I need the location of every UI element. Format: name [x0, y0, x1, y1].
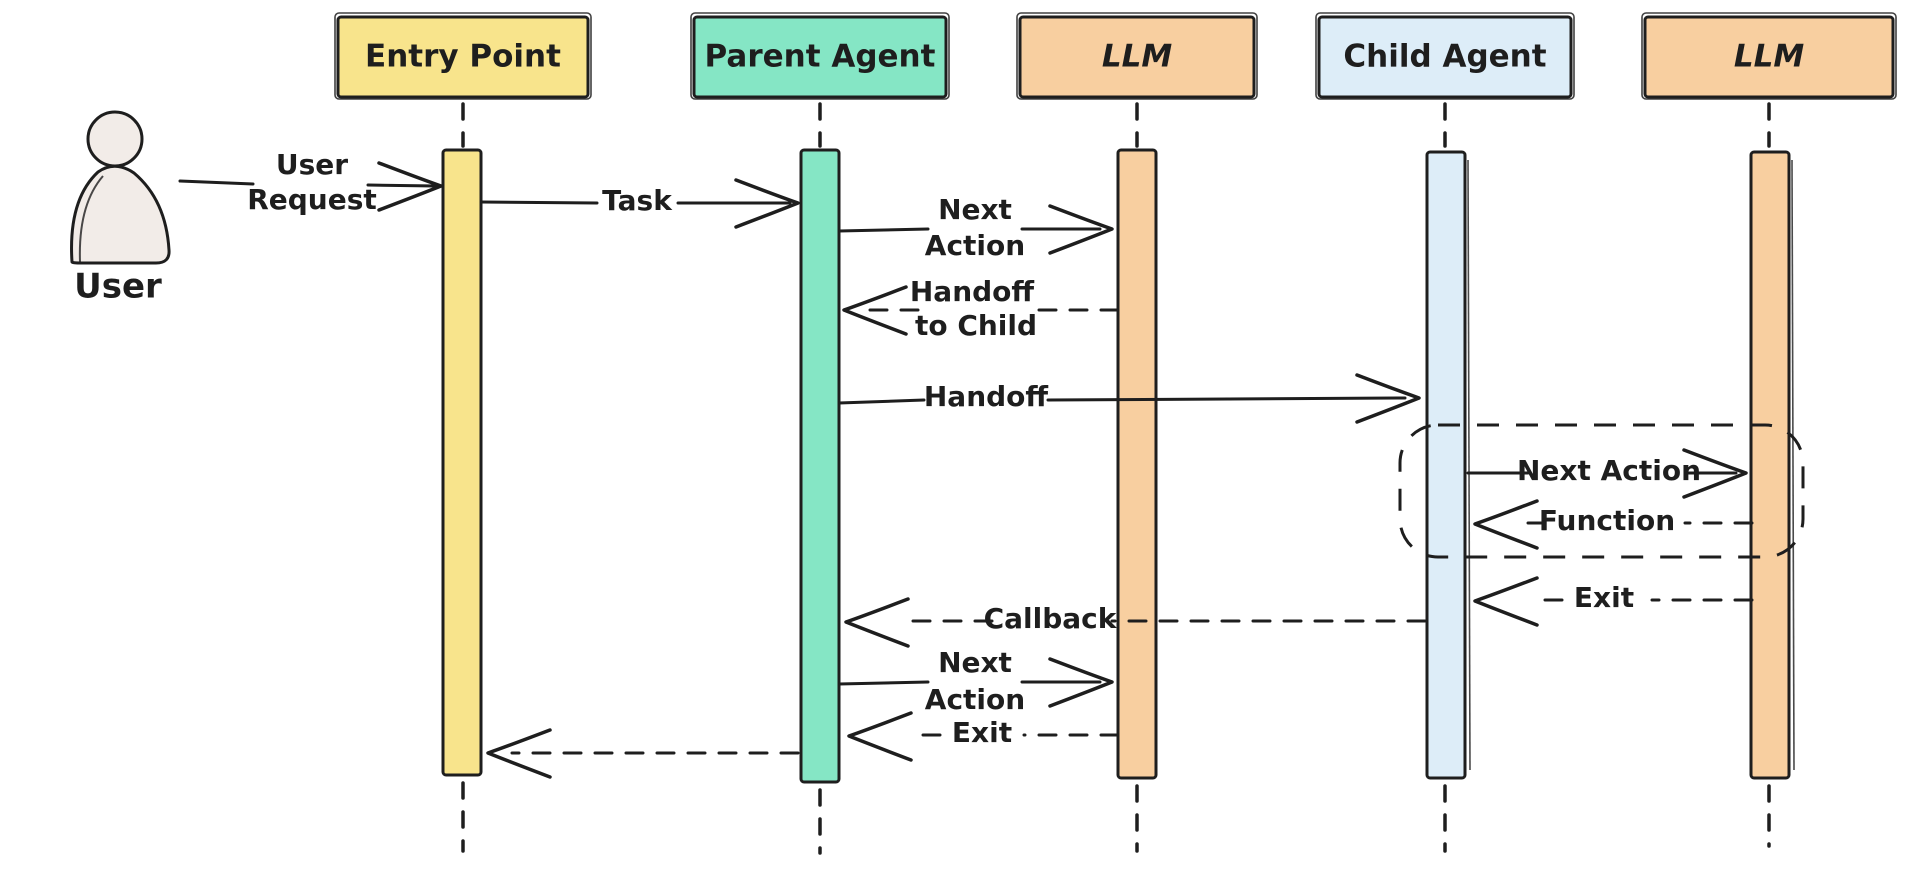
loop-frame [1398, 423, 1805, 559]
message-handoff-to-child: Handoff to Child [842, 275, 1120, 342]
message-user-request-shaft-right [366, 183, 438, 188]
message-next-action-1-label-line2: Action [925, 229, 1025, 262]
message-next-action-1-label-line1: Next [938, 193, 1012, 226]
llm-2-box [1643, 15, 1895, 99]
user-body [70, 164, 171, 265]
activation-bar-child-agent [1425, 150, 1467, 780]
participant-llm-1: LLM [1016, 12, 1258, 100]
message-function: Function [1473, 499, 1754, 550]
child-agent-box [1317, 15, 1573, 99]
entry-point-box-outline [334, 12, 592, 100]
llm-2-label: LLM [1734, 39, 1805, 75]
parent-agent-box-outline [690, 12, 950, 100]
message-task-shaft-left [479, 200, 599, 205]
message-next-action-child: Next Action [1466, 448, 1748, 499]
message-next-action-1: Next Action [837, 193, 1114, 262]
participant-entry-point: Entry Point [334, 12, 592, 100]
entry-point-box [336, 15, 590, 99]
user-body-inner-line [78, 175, 104, 263]
message-callback: Callback [844, 597, 1427, 648]
participant-parent-agent: Parent Agent [690, 12, 950, 100]
llm-2-box-outline [1641, 12, 1897, 100]
actor-user-label: User [74, 267, 162, 307]
message-callback-label: Callback [984, 602, 1118, 635]
activation-bar-llm-1 [1116, 148, 1158, 780]
message-return-entry [486, 728, 800, 779]
message-exit-parent-label: Exit [952, 716, 1012, 749]
message-exit-child: Exit [1473, 576, 1754, 627]
participant-llm-2: LLM [1641, 12, 1897, 100]
message-callback-arrowhead [844, 597, 910, 648]
actor-user: User [70, 110, 171, 307]
activation-bar-entry-point [441, 148, 483, 777]
message-function-arrowhead [1473, 499, 1539, 550]
child-agent-label: Child Agent [1343, 39, 1546, 75]
message-next-action-1-shaft-left [837, 227, 930, 233]
message-task: Task [479, 178, 800, 229]
activation-bar-llm-2 [1749, 150, 1791, 780]
child-agent-box-outline [1315, 12, 1575, 100]
llm-1-box [1018, 15, 1256, 99]
message-next-action-child-label: Next Action [1517, 454, 1701, 487]
message-handoff-shaft-left [837, 398, 926, 405]
llm-1-label: LLM [1102, 39, 1173, 75]
message-handoff-to-child-label-line2: to Child [915, 309, 1037, 342]
message-next-action-2-label-line2: Action [925, 683, 1025, 716]
message-user-request-label-line2: Request [247, 183, 377, 216]
message-user-request: User Request [178, 148, 443, 216]
message-exit-parent-arrowhead [847, 711, 913, 762]
llm-2-bar-double-edge [1791, 159, 1795, 771]
parent-agent-label: Parent Agent [705, 39, 936, 75]
child-agent-bar-double-edge [1467, 159, 1471, 771]
message-next-action-2: Next Action [837, 646, 1114, 716]
activation-bar-parent-agent [799, 148, 841, 784]
message-handoff: Handoff [837, 373, 1421, 424]
entry-point-label: Entry Point [365, 39, 561, 75]
message-function-label: Function [1539, 504, 1675, 537]
message-user-request-label-line1: User [276, 148, 348, 181]
message-handoff-shaft-right [1046, 396, 1407, 402]
user-head [86, 110, 144, 168]
message-exit-parent: Exit [847, 711, 1120, 762]
message-task-label: Task [602, 184, 673, 217]
message-handoff-to-child-label-line1: Handoff [910, 275, 1035, 308]
llm-1-box-outline [1016, 12, 1258, 100]
parent-agent-box [692, 15, 948, 99]
message-exit-child-arrowhead [1473, 576, 1539, 627]
participant-child-agent: Child Agent [1315, 12, 1575, 100]
message-next-action-2-label-line1: Next [938, 646, 1012, 679]
message-exit-child-label: Exit [1574, 581, 1634, 614]
message-next-action-2-shaft-left [837, 680, 930, 686]
message-handoff-label: Handoff [924, 380, 1049, 413]
message-user-request-shaft-left [178, 179, 255, 186]
